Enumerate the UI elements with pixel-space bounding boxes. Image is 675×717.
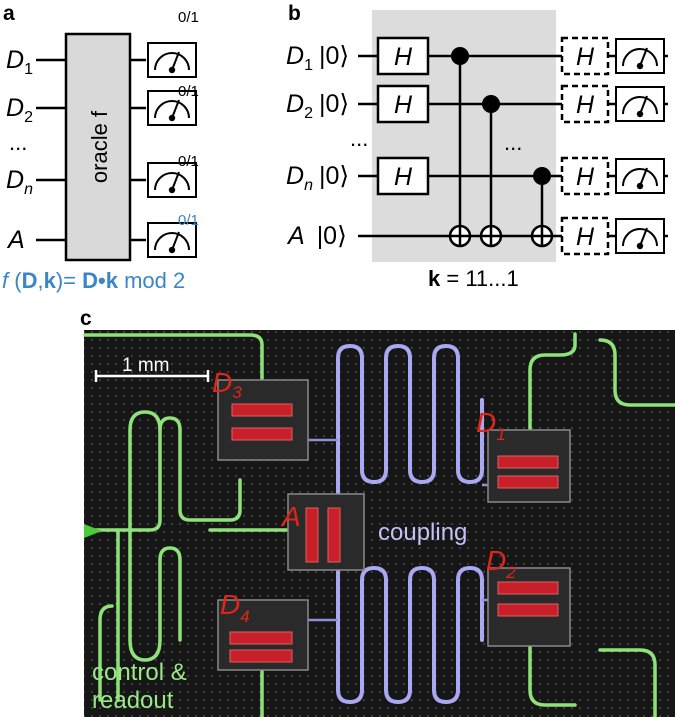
qubit-a [287,493,365,571]
panel-b: b D1|0⟩ D2|0⟩ ... Dn|0⟩ A|0⟩ H H H [286,2,668,291]
gate-h-d2: H [394,91,413,119]
measure-icon-b-d2 [615,86,665,122]
control-readout-label-line1: control & [92,659,187,686]
scale-bar-label: 1 mm [122,355,170,376]
oracle-formula: f (D,k)= D•k mod 2 [2,268,185,293]
oracle-label: oracle f [87,110,112,183]
ellipsis-b-mid: ... [504,130,522,155]
measure-outcome-d1: 0/1 [178,9,199,26]
qubit-d1 [487,429,571,503]
dashed-gate-h-a: H [576,223,595,251]
control-readout-lines [83,332,675,717]
qubit-label-d2: D2 [6,94,33,126]
panel-label-c: c [80,307,92,330]
chip-label-a: A [280,501,301,532]
panel-label-a: a [3,2,15,25]
control-dot-d1 [451,47,469,65]
qubit-label-d1: D1 [6,46,33,78]
gate-h-d1: H [394,43,413,71]
input-port-marker [84,524,102,538]
measure-outcome-a: 0/1 [178,212,199,229]
panel-a: a oracle f D1 D2 ... Dn A 0/1 0/1 0/1 0/… [2,2,199,293]
qubit-label-a: A [6,226,25,254]
control-readout-label-line2: readout [92,687,174,714]
dashed-gate-h-dn: H [576,163,595,191]
control-dot-d2 [482,95,500,113]
chip-label-d2: D2 [486,545,516,582]
coupling-resonators [336,343,484,705]
hadamard-gates [376,36,430,196]
qubit-label-b-a: A|0⟩ [286,222,347,250]
dashed-hadamard-gates [560,36,610,256]
control-dot-dn [533,167,551,185]
chip-label-d1: D1 [476,407,506,444]
gate-h-dn: H [394,163,413,191]
qubit-d2 [487,567,571,647]
measure-icon-b-a [615,218,665,254]
qubit-label-b-d1: D1|0⟩ [286,42,349,74]
qubit-label-b-dn: Dn|0⟩ [286,162,349,194]
coupling-label: coupling [378,519,467,546]
dashed-gate-h-d1: H [576,43,595,71]
oracle-box [64,32,132,262]
measure-outcome-d2: 0/1 [178,83,199,100]
measure-icon-b-dn [615,158,665,194]
ellipsis-a: ... [9,130,27,155]
chip-label-d4: D4 [220,589,250,626]
k-string: k = 11...1 [428,266,519,291]
panel-c: c [80,307,675,717]
qubit-d3 [217,379,309,461]
measure-icon-b-d1 [615,38,665,74]
qubit-label-dn: Dn [6,166,33,198]
qubit-label-b-d2: D2|0⟩ [286,90,349,122]
measure-icon-d1 [147,42,197,78]
cnot-gates [448,56,554,248]
chip-photo [84,330,675,717]
panel-label-b: b [288,2,301,25]
ellipsis-b-left: ... [350,126,368,151]
dashed-gate-h-d2: H [576,91,595,119]
qubit-d4 [217,599,309,671]
measure-outcome-dn: 0/1 [178,153,199,170]
chip-label-d3: D3 [212,367,242,402]
